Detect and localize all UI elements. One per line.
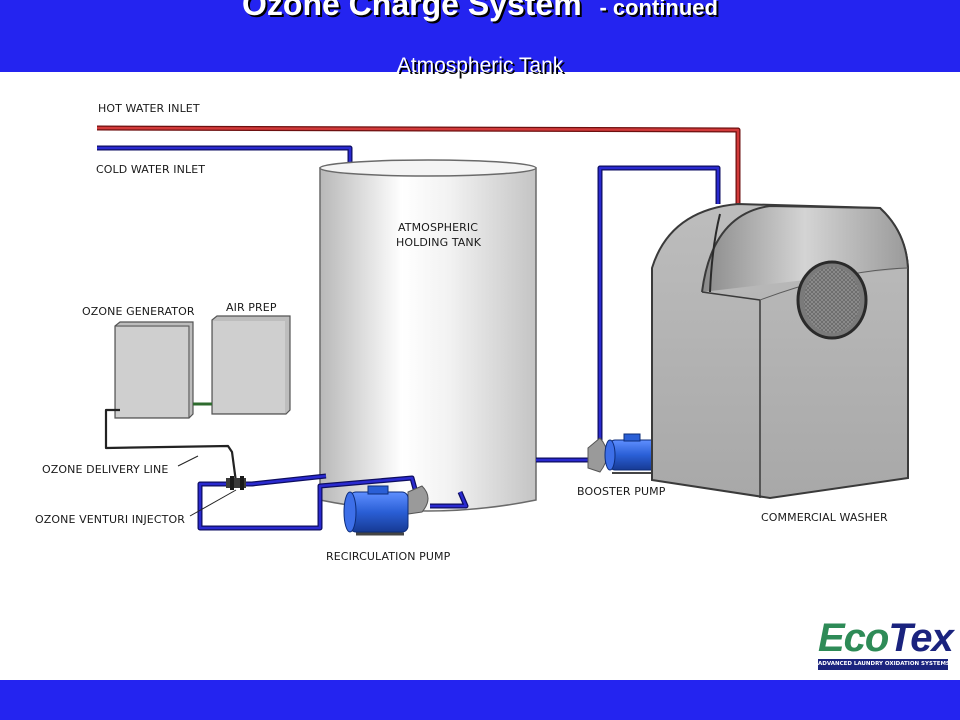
holding-tank-label-line2: HOLDING TANK [396,236,482,249]
logo-tagline: ADVANCED LAUNDRY OXIDATION SYSTEMS [818,659,948,670]
hot-water-pipe [96,125,741,204]
venturi-injector [226,476,246,490]
atmospheric-holding-tank [319,159,537,512]
recirculation-pump-label: RECIRCULATION PUMP [326,550,451,563]
ozone-generator-box [114,321,194,419]
booster-discharge-pipe [597,165,721,443]
title-text: Ozone Charge System [242,0,582,22]
booster-pump [587,433,657,474]
leader-lines [177,455,237,517]
holding-tank-label-line1: ATMOSPHERIC [398,221,479,234]
page-subtitle: Atmospheric Tank [396,54,564,77]
commercial-washer [651,202,909,500]
logo-wordmark: EcoTex [818,616,954,660]
air-prep-box [211,315,291,415]
cold-water-inlet-label: COLD WATER INLET [96,163,206,176]
cold-water-pipe [97,145,353,164]
air-prep-label: AIR PREP [226,301,277,314]
ozone-venturi-injector-label: OZONE VENTURI INJECTOR [35,513,185,526]
hot-water-inlet-label: HOT WATER INLET [98,102,200,115]
title-suffix: - continued [599,0,718,20]
commercial-washer-label: COMMERCIAL WASHER [761,511,888,524]
ozone-delivery-line [104,408,238,483]
header-bar [0,0,960,72]
footer-bar [0,680,960,720]
ozone-generator-label: OZONE GENERATOR [82,305,195,318]
page-title: Ozone Charge System - continued [0,0,960,23]
ecotex-logo: EcoTex ADVANCED LAUNDRY OXIDATION SYSTEM… [818,616,954,674]
booster-pump-label: BOOSTER PUMP [577,485,666,498]
recirculation-pump [343,485,429,536]
ozone-delivery-line-label: OZONE DELIVERY LINE [42,463,169,476]
